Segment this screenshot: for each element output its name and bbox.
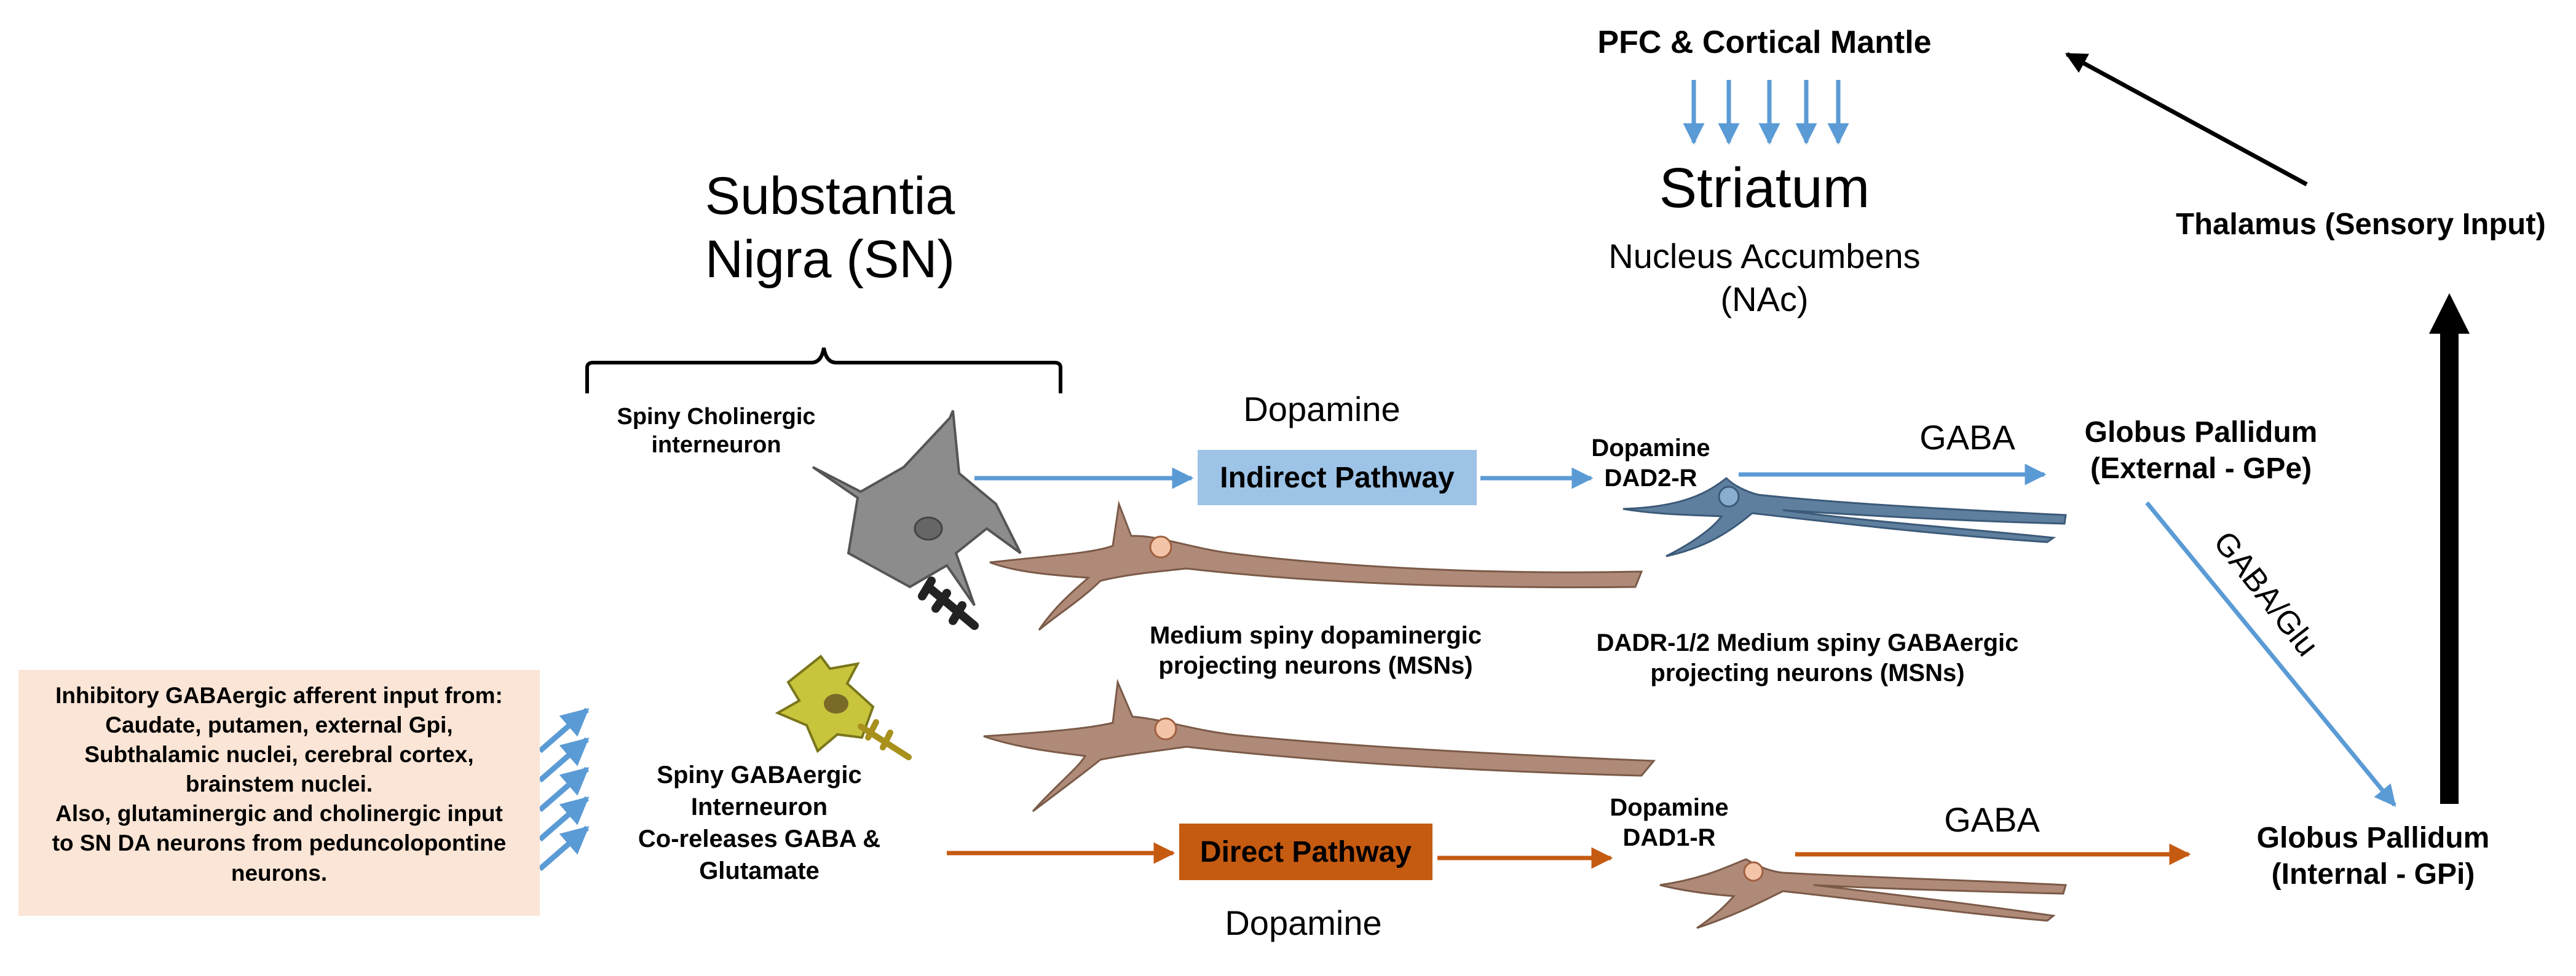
nucleus-accumbens-title: Nucleus Accumbens (NAc) (1580, 235, 1949, 321)
msn-dopaminergic-label-line1: Medium spiny dopaminergic (1149, 622, 1482, 649)
pfc-to-striatum-arrows (1683, 80, 1849, 145)
msn-dopaminergic-label-line2: projecting neurons (MSNs) (1158, 651, 1473, 679)
gabaergic-interneuron (775, 655, 912, 760)
gaba-bottom-label: GABA (1944, 800, 2040, 839)
direct-pathway-box: Direct Pathway (1179, 824, 1432, 880)
dad2-label: Dopamine DAD2-R (1574, 433, 1728, 494)
thalamus-label: Thalamus (Sensory Input) (2176, 208, 2546, 241)
afferent-line: Subthalamic nuclei, cerebral cortex, (84, 742, 474, 768)
dad1-label-line1: Dopamine (1610, 794, 1729, 821)
gpe-label-line2: (External - GPe) (2090, 452, 2312, 485)
afferent-line: Inhibitory GABAergic afferent input from… (55, 683, 503, 708)
cholinergic-label-line1: Spiny Cholinergic (617, 404, 816, 430)
dad1-neuron (1659, 858, 2067, 929)
dad2-neuron (1622, 476, 2067, 557)
msn-gabaergic-label-line2: projecting neurons (MSNs) (1650, 659, 1965, 687)
msn-lower-neuron (983, 679, 1656, 813)
afferent-input-box: Inhibitory GABAergic afferent input from… (18, 670, 540, 916)
msn-gabaergic-label: DADR-1/2 Medium spiny GABAergic projecti… (1586, 628, 2029, 688)
gabaergic-label-line2: Interneuron (690, 793, 828, 821)
afferent-line: neurons. (231, 860, 328, 886)
afferent-line: to SN DA neurons from peduncolopontine (52, 830, 507, 856)
gpe-to-gpi-arrow (2145, 501, 2396, 807)
gpe-label: Globus Pallidum (External - GPe) (2053, 415, 2349, 487)
pfc-title: PFC & Cortical Mantle (1597, 25, 1932, 60)
msn-gabaergic-label-line1: DADR-1/2 Medium spiny GABAergic (1596, 629, 2019, 656)
afferent-line: Also, glutaminergic and cholinergic inpu… (55, 801, 503, 827)
msn-dopaminergic-label: Medium spiny dopaminergic projecting neu… (1125, 621, 1506, 681)
dad1-label-line2: DAD1-R (1622, 824, 1716, 851)
cholinergic-label-line2: interneuron (651, 432, 781, 458)
gpi-label-line2: (Internal - GPi) (2271, 857, 2475, 891)
striatum-title: Striatum (1659, 157, 1870, 219)
nucleus-accumbens-line1: Nucleus Accumbens (1608, 237, 1921, 275)
dad2-label-line2: DAD2-R (1604, 464, 1697, 492)
substantia-nigra-title: Substantia Nigra (SN) (695, 165, 965, 291)
dad2-label-line1: Dopamine (1591, 435, 1710, 462)
gabaergic-label-line4: Glutamate (699, 857, 820, 884)
gpi-label-line1: Globus Pallidum (2256, 822, 2490, 854)
dopamine-bottom-label: Dopamine (1225, 903, 1382, 942)
cholinergic-label: Spiny Cholinergic interneuron (590, 403, 842, 460)
msn-upper-neuron (989, 500, 1643, 631)
thalamus-to-pfc-arrow (2064, 52, 2308, 187)
substantia-nigra-line2: Nigra (SN) (705, 230, 955, 289)
gabaergic-label-line1: Spiny GABAergic (657, 762, 862, 789)
afferent-line: Caudate, putamen, external Gpi, (105, 712, 453, 738)
dopamine-top-label: Dopamine (1243, 390, 1401, 428)
gabaergic-label-line3: Co-releases GABA & (638, 825, 881, 852)
cholinergic-neuron (812, 410, 1022, 630)
indirect-pathway-box: Indirect Pathway (1198, 450, 1477, 505)
substantia-nigra-line1: Substantia (705, 167, 955, 226)
gabaergic-interneuron-label: Spiny GABAergic Interneuron Co-releases … (633, 759, 885, 887)
nucleus-accumbens-line2: (NAc) (1720, 280, 1809, 318)
substantia-nigra-bracket (585, 347, 1062, 393)
afferent-line: brainstem nuclei. (185, 771, 373, 797)
dad1-label: Dopamine DAD1-R (1592, 793, 1746, 853)
gaba-top-label: GABA (1919, 418, 2015, 457)
gpe-label-line1: Globus Pallidum (2084, 416, 2318, 449)
gpi-label: Globus Pallidum (Internal - GPi) (2226, 821, 2521, 892)
afferent-input-arrows (538, 707, 590, 872)
